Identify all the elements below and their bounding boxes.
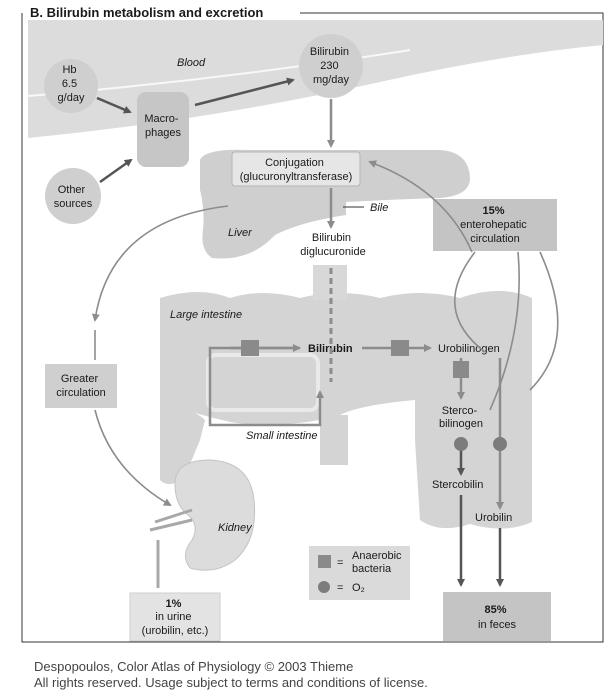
blood-label: Blood — [177, 57, 206, 69]
feces-box — [443, 592, 551, 641]
figure-frame — [21, 12, 604, 643]
kidney-label: Kidney — [218, 522, 253, 534]
feces-label: 85% in feces — [478, 604, 516, 631]
conjugation-box — [231, 151, 361, 187]
bacteria-legend-swatch — [318, 555, 331, 568]
bilirubin-blood-node — [299, 34, 363, 98]
large-intestine-label: Large intestine — [170, 309, 242, 321]
oxygen-markers — [454, 437, 507, 451]
greater-circulation-label: Greater circulation — [56, 373, 106, 399]
enterohepatic-box — [433, 199, 557, 251]
hb-node — [44, 59, 98, 113]
anaerobic-bacteria-label: Anaerobic bacteria — [352, 550, 405, 575]
other-sources-label: Other sources — [54, 184, 93, 210]
circulation-curves — [91, 160, 559, 507]
other-sources-node — [45, 168, 101, 224]
kidney-shape — [174, 459, 256, 571]
small-intestine-label: Small intestine — [246, 430, 318, 442]
oxygen-label: O₂ — [352, 582, 365, 594]
macrophages-node — [137, 92, 189, 167]
stercobilinogen-label: Sterco- bilinogen — [439, 405, 483, 430]
urine-box — [129, 592, 221, 642]
urine-label: 1% in urine (urobilin, etc.) — [142, 598, 209, 637]
bacteria-markers — [241, 340, 469, 378]
conjugation-label: Conjugation (glucuronyltransferase) — [240, 157, 353, 183]
legend-eq-1: = — [337, 557, 343, 569]
kidney-vessels — [149, 508, 193, 588]
bilirubin-diglucuronide-label: Bilirubin diglucuronide — [300, 232, 365, 258]
enterohepatic-label: 15% enterohepatic circulation — [460, 205, 530, 245]
urobilinogen-label: Urobilinogen — [438, 343, 500, 355]
credit-line-2: All rights reserved. Usage subject to te… — [34, 675, 428, 690]
figure-title: B. Bilirubin metabolism and excretion — [30, 5, 263, 20]
stercobilin-label: Stercobilin — [432, 479, 483, 491]
hb-label: Hb 6.5 g/day — [58, 64, 85, 104]
oxygen-legend-swatch — [318, 581, 330, 593]
greater-circulation-box — [45, 364, 117, 408]
bile-label: Bile — [370, 202, 388, 214]
credit-line-1: Despopoulos, Color Atlas of Physiology ©… — [34, 659, 354, 674]
legend-eq-2: = — [337, 582, 343, 594]
macrophages-label: Macro- phages — [144, 113, 181, 139]
urobilin-label: Urobilin — [475, 512, 512, 524]
liver-label: Liver — [228, 227, 253, 239]
bilirubin-blood-label: Bilirubin 230 mg/day — [310, 46, 352, 86]
